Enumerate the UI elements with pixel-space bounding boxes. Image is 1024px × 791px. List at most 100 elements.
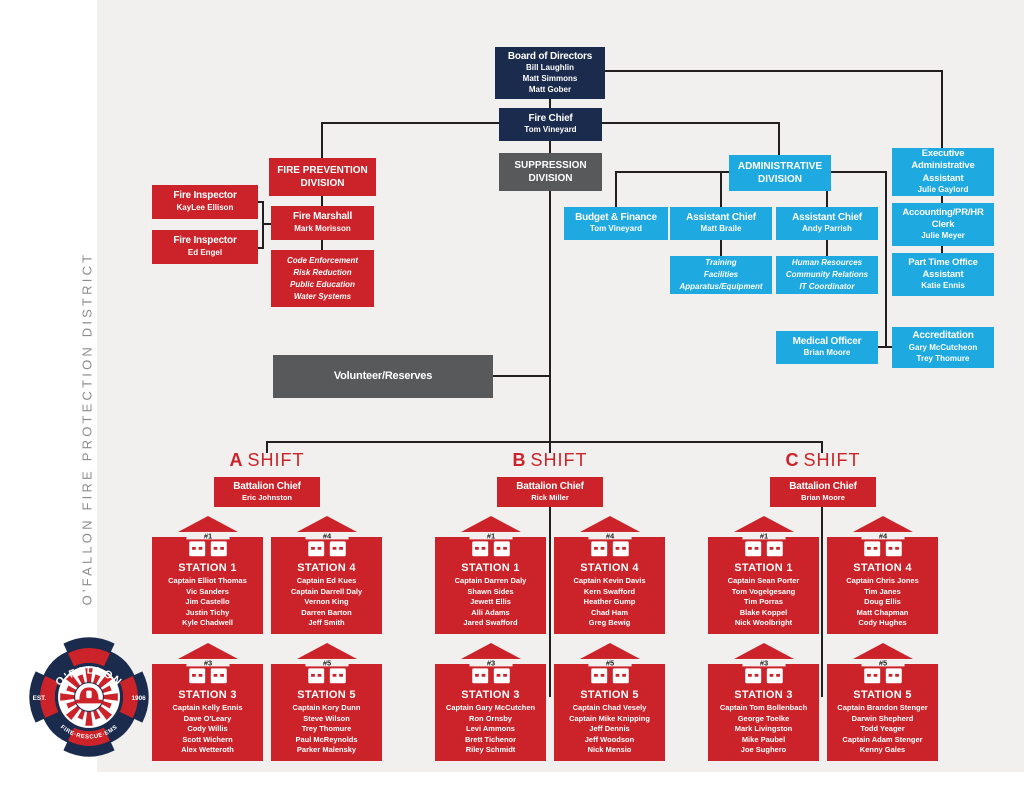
box-name: Tom Vineyard bbox=[589, 224, 643, 234]
shift-word: SHIFT bbox=[803, 450, 861, 470]
station-number: #4 bbox=[878, 532, 887, 541]
station-title: STATION 1 bbox=[178, 562, 237, 574]
station-title: STATION 1 bbox=[734, 562, 793, 574]
connector-line bbox=[266, 441, 823, 443]
station-number: #1 bbox=[759, 532, 767, 541]
station-title: STATION 1 bbox=[461, 562, 520, 574]
connector-line bbox=[549, 507, 551, 697]
shift-letter: C bbox=[785, 450, 799, 470]
connector-line bbox=[602, 122, 780, 124]
box-title: Board of Directors bbox=[507, 50, 593, 62]
shift-word: SHIFT bbox=[247, 450, 305, 470]
connector-line bbox=[821, 441, 823, 453]
connector-line bbox=[262, 201, 264, 249]
connector-line bbox=[941, 246, 943, 254]
connector-line bbox=[941, 196, 943, 204]
connector-line bbox=[323, 122, 499, 124]
battalion-chief-c-box: Battalion Chief Brian Moore bbox=[770, 477, 876, 507]
firehouse-icon: #3 bbox=[733, 643, 794, 688]
connector-line bbox=[941, 70, 943, 148]
box-name: Tom Vineyard bbox=[524, 125, 577, 135]
fire-marshall-box: Fire Marshall Mark Morisson bbox=[271, 206, 374, 240]
station-title: STATION 3 bbox=[734, 689, 793, 701]
box-name: Matt Braile bbox=[700, 224, 742, 234]
box-title: Fire Chief bbox=[528, 112, 573, 124]
clerk-box: Accounting/PR/HR Clerk Julie Meyer bbox=[892, 203, 994, 246]
station-title: STATION 5 bbox=[297, 689, 356, 701]
badge-est-text: EST. bbox=[33, 695, 47, 702]
ofallon-badge-logo: O'FALLON FIRE·RESCUE·EMS EST. 1906 bbox=[29, 637, 149, 757]
box-name: Mark Morisson bbox=[294, 223, 351, 233]
station-number: #1 bbox=[486, 532, 494, 541]
executive-assistant-box: Executive Administrative Assistant Julie… bbox=[892, 148, 994, 196]
box-title: Fire Marshall bbox=[292, 211, 353, 223]
connector-line bbox=[549, 99, 551, 108]
station-number: #3 bbox=[759, 659, 767, 668]
connector-line bbox=[720, 240, 722, 257]
station-title: STATION 3 bbox=[461, 689, 520, 701]
box-title: Budget & Finance bbox=[575, 211, 657, 223]
part-time-assistant-box: Part Time Office Assistant Katie Ennis bbox=[892, 253, 994, 296]
box-title: Fire Inspector bbox=[173, 235, 237, 247]
box-title: Battalion Chief bbox=[789, 480, 857, 492]
firehouse-icon: #4 bbox=[296, 516, 357, 561]
box-title: Battalion Chief bbox=[516, 480, 584, 492]
connector-line bbox=[492, 375, 550, 377]
shift-letter: B bbox=[512, 450, 526, 470]
firehouse-icon: #1 bbox=[733, 516, 794, 561]
station-number: #4 bbox=[605, 532, 614, 541]
suppression-division-box: SUPPRESSION DIVISION bbox=[499, 153, 602, 191]
assistant-chief-1-box: Assistant Chief Matt Braile bbox=[670, 207, 772, 240]
firehouse-icon: #1 bbox=[460, 516, 521, 561]
box-name: Brian Moore bbox=[801, 493, 845, 503]
firehouse-icon: #4 bbox=[852, 516, 913, 561]
connector-line bbox=[321, 240, 323, 250]
connector-line bbox=[549, 140, 551, 153]
connector-line bbox=[256, 201, 264, 203]
connector-line bbox=[872, 346, 896, 348]
connector-line bbox=[885, 171, 887, 348]
battalion-chief-b-box: Battalion Chief Rick Miller bbox=[497, 477, 603, 507]
box-title: Assistant Chief bbox=[792, 211, 862, 223]
station-title: STATION 5 bbox=[580, 689, 639, 701]
box-name: KayLee Ellison bbox=[176, 202, 234, 212]
firehouse-icon: #5 bbox=[852, 643, 913, 688]
box-title: Assistant Chief bbox=[686, 211, 756, 223]
connector-line bbox=[549, 190, 551, 453]
box-name: Ed Engel bbox=[187, 247, 223, 257]
station-number: #1 bbox=[203, 532, 211, 541]
station-number: #5 bbox=[605, 659, 613, 668]
box-title: Volunteer/Reserves bbox=[333, 369, 433, 382]
connector-line bbox=[778, 122, 780, 155]
fire-chief-box: Fire Chief Tom Vineyard bbox=[499, 108, 602, 141]
box-name: Julie Gaylord bbox=[917, 185, 969, 195]
firehouse-icon: #4 bbox=[579, 516, 640, 561]
administrative-division-box: ADMINISTRATIVE DIVISION bbox=[729, 155, 831, 191]
station-number: #3 bbox=[486, 659, 494, 668]
firehouse-icon: #1 bbox=[177, 516, 238, 561]
connector-line bbox=[321, 196, 323, 206]
